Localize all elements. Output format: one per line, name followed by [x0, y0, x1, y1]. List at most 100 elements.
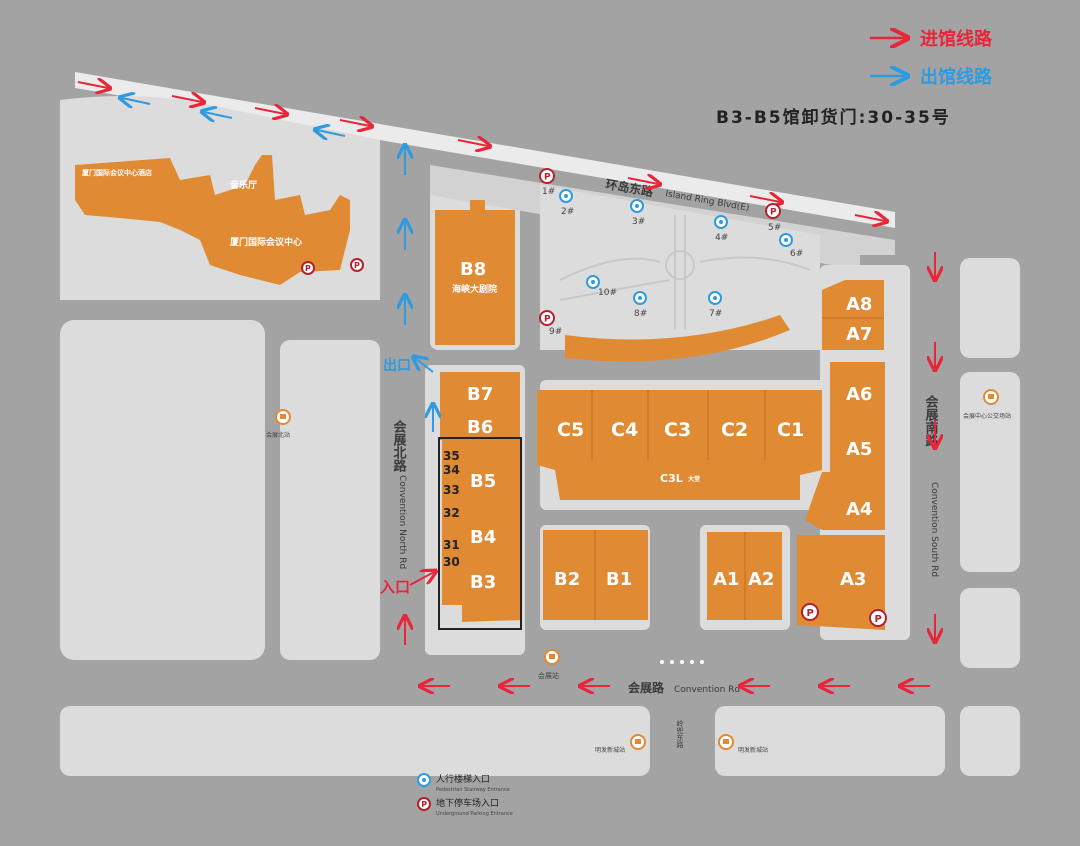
parking-icon: P	[765, 203, 781, 219]
parking-icon: P	[869, 609, 887, 627]
hall-c2: C2	[721, 419, 748, 441]
svg-text:P: P	[354, 261, 360, 270]
parking-9: 9#	[549, 327, 562, 337]
dock-outline	[438, 437, 522, 630]
conv-north-label: 会展北路	[391, 419, 407, 472]
bus-center: 会展中心公交场站	[963, 412, 1011, 420]
stair-entrances: 2# 3# 4# 6# 10# 8# 7#	[559, 189, 803, 319]
svg-text:P: P	[770, 208, 777, 218]
hall-labels: B8 海峡大剧院 B7 B6 B5 B4 B3 B2 B1 C5 C4 C3 C…	[452, 259, 872, 593]
hall-a1: A1	[713, 569, 739, 590]
legend-parking-en: Underground Parking Entrance	[436, 811, 513, 817]
bus-conv-station: 会展站	[538, 671, 559, 680]
bus-icon	[718, 734, 734, 750]
conv-rd-en: Convention Rd	[674, 685, 740, 695]
hall-b5: B5	[470, 471, 496, 492]
halls	[435, 200, 885, 630]
hall-a2: A2	[748, 569, 774, 590]
conv-south-en: Convention South Rd	[929, 482, 939, 577]
parking-5: 5#	[768, 223, 781, 233]
stair-icon	[779, 233, 793, 247]
hall-a3: A3	[840, 569, 866, 590]
plaza-decor	[559, 215, 811, 330]
bus-icon	[544, 649, 560, 665]
legend-stair-en: Pedestrian Stairway Entrance	[436, 787, 510, 793]
parking-1: 1#	[542, 187, 555, 197]
stair-icon	[586, 275, 600, 289]
entrance-label: 入口	[380, 578, 410, 596]
stair-2: 2#	[561, 207, 574, 217]
stair-4: 4#	[715, 233, 728, 243]
hall-b8-sub: 海峡大剧院	[452, 283, 497, 295]
svg-text:P: P	[875, 614, 882, 625]
stair-3: 3#	[632, 217, 645, 227]
parking-icon: P	[539, 310, 555, 326]
dock-32: 32	[443, 506, 460, 520]
parking-icon: P	[417, 797, 431, 811]
parking-icon: P	[801, 603, 819, 621]
parking-icon: P	[539, 168, 555, 184]
conv-north-en: Convention North Rd	[397, 475, 407, 569]
hall-dividers	[591, 317, 884, 620]
legend-parking: 地下停车场入口	[436, 797, 499, 809]
hall-c4: C4	[611, 419, 638, 441]
conv-rd-label: 会展路	[628, 680, 665, 695]
road-dots	[660, 660, 704, 664]
hotel-label: 厦门国际会议中心酒店	[81, 168, 152, 177]
entry-route-arrows	[77, 82, 935, 686]
legend-entry: 进馆线路	[920, 28, 993, 50]
dock-33: 33	[443, 483, 460, 497]
hall-a6: A6	[846, 384, 872, 405]
svg-text:P: P	[544, 315, 551, 325]
dock-numbers: 35 34 33 32 31 30	[443, 449, 460, 569]
stair-icon	[417, 773, 431, 787]
legend-stair: 人行楼梯入口	[436, 773, 490, 785]
hall-b2: B2	[554, 569, 580, 590]
bus-mingfa-2: 明发新城站	[738, 746, 768, 754]
stair-icon	[714, 215, 728, 229]
lingdou-label: 岭兜东路	[676, 719, 684, 749]
legend-exit: 出馆线路	[920, 66, 993, 88]
svg-text:P: P	[421, 800, 427, 809]
hall-c5: C5	[557, 419, 584, 441]
stair-8: 8#	[634, 309, 647, 319]
dock-31: 31	[443, 538, 460, 552]
parking-entrances: P 1# P 5# P 9# P P P P	[301, 168, 887, 627]
bus-icon	[983, 389, 999, 405]
hall-a4: A4	[846, 499, 872, 520]
bus-icon	[630, 734, 646, 750]
hall-c3l-sub: 大堂	[688, 475, 700, 483]
dock-34: 34	[443, 463, 460, 477]
dock-note: B3-B5馆卸货门:30-35号	[716, 107, 951, 128]
hall-b6: B6	[467, 417, 493, 438]
hall-c1: C1	[777, 419, 804, 441]
stair-icon	[708, 291, 722, 305]
map-legend: 人行楼梯入口 Pedestrian Stairway Entrance P 地下…	[417, 773, 513, 817]
bus-icon	[275, 409, 291, 425]
conference-center-label: 厦门国际会议中心	[230, 236, 302, 248]
stair-icon	[559, 189, 573, 203]
hall-b3: B3	[470, 572, 496, 593]
svg-text:P: P	[305, 264, 311, 273]
dock-35: 35	[443, 449, 460, 463]
hall-a8: A8	[846, 294, 872, 315]
conference-center: 音乐厅 厦门国际会议中心酒店 厦门国际会议中心	[75, 155, 350, 285]
parking-icon: P	[301, 261, 315, 275]
hall-c3: C3	[664, 419, 691, 441]
route-legend: 进馆线路 出馆线路 B3-B5馆卸货门:30-35号	[716, 28, 993, 128]
dock-30: 30	[443, 555, 460, 569]
exit-route-arrows	[122, 98, 433, 432]
svg-text:P: P	[807, 608, 814, 619]
hall-a7: A7	[846, 324, 872, 345]
bus-mingfa-1: 明发新城站	[595, 746, 625, 754]
hall-b8: B8	[460, 259, 486, 280]
hall-c3l: C3L	[660, 472, 683, 485]
bus-north-station: 会展北站	[266, 431, 290, 439]
stair-icon	[630, 199, 644, 213]
concert-hall-label: 音乐厅	[230, 179, 257, 191]
stair-10: 10#	[598, 288, 617, 298]
exit-label: 出口	[383, 357, 411, 374]
hall-b7: B7	[467, 384, 493, 405]
hall-a5: A5	[846, 439, 872, 460]
